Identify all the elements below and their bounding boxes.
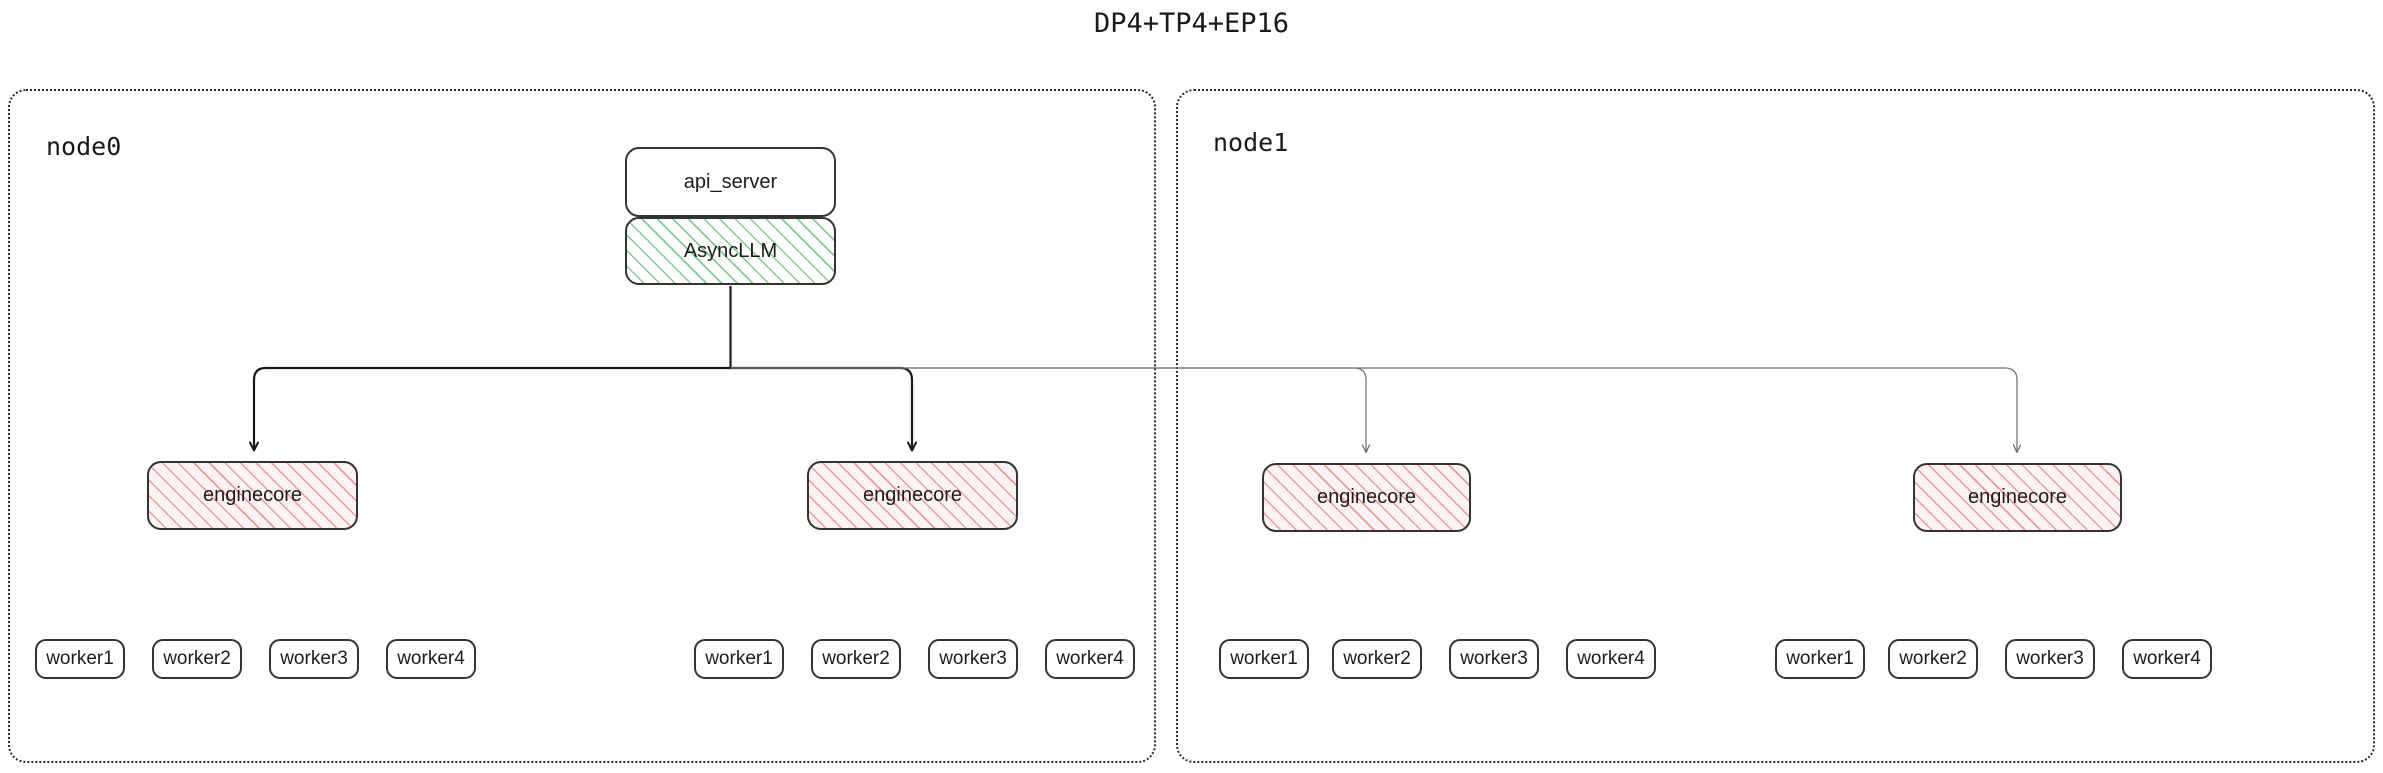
box-worker-node0-1-2[interactable]: worker3 [928, 639, 1018, 679]
box-api-server[interactable]: api_server [625, 147, 836, 217]
box-enginecore-node1-1[interactable]: enginecore [1913, 463, 2122, 532]
box-enginecore-node0-0[interactable]: enginecore [147, 461, 358, 530]
box-worker-node0-0-0[interactable]: worker1 [35, 639, 125, 679]
box-worker-node0-0-2[interactable]: worker3 [269, 639, 359, 679]
box-enginecore-node0-1[interactable]: enginecore [807, 461, 1018, 530]
box-worker-node1-0-1[interactable]: worker2 [1332, 639, 1422, 679]
box-worker-node0-1-3[interactable]: worker4 [1045, 639, 1135, 679]
box-worker-node1-0-0[interactable]: worker1 [1219, 639, 1309, 679]
box-worker-node1-1-1[interactable]: worker2 [1888, 639, 1978, 679]
box-worker-node0-0-3[interactable]: worker4 [386, 639, 476, 679]
box-worker-node0-0-1[interactable]: worker2 [152, 639, 242, 679]
box-worker-node1-1-0[interactable]: worker1 [1775, 639, 1865, 679]
box-worker-node1-0-3[interactable]: worker4 [1566, 639, 1656, 679]
box-worker-node1-0-2[interactable]: worker3 [1449, 639, 1539, 679]
node-label-node0: node0 [46, 132, 122, 161]
box-worker-node0-1-0[interactable]: worker1 [694, 639, 784, 679]
box-worker-node1-1-3[interactable]: worker4 [2122, 639, 2212, 679]
box-worker-node0-1-1[interactable]: worker2 [811, 639, 901, 679]
box-async-llm[interactable]: AsyncLLM [625, 217, 836, 285]
page-title: DP4+TP4+EP16 [1093, 8, 1290, 39]
node-label-node1: node1 [1213, 128, 1289, 157]
box-worker-node1-1-2[interactable]: worker3 [2005, 639, 2095, 679]
box-enginecore-node1-0[interactable]: enginecore [1262, 463, 1471, 532]
